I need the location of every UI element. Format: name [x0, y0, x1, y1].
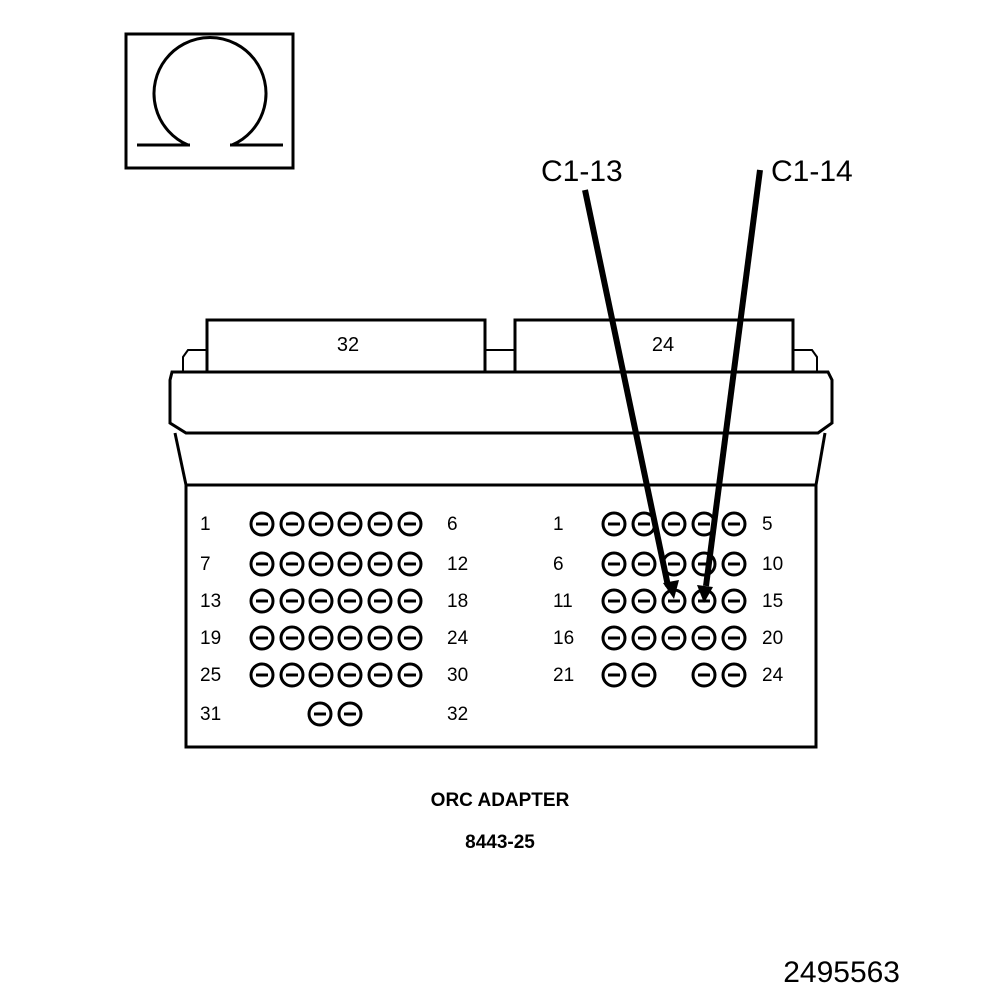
pin-left-6 [397, 511, 423, 537]
pin-left-26 [279, 662, 305, 688]
pin-left-19 [249, 625, 275, 651]
callout-arrowhead-c1-13 [663, 580, 679, 599]
pin-right-8 [661, 551, 687, 577]
pin-right-6 [601, 551, 627, 577]
callout-label-c1-13: C1-13 [541, 155, 623, 188]
pin-left-4 [337, 511, 363, 537]
adapter-header: 32 24 [182, 318, 818, 374]
pin-left-10 [337, 551, 363, 577]
pin-left-22 [337, 625, 363, 651]
pin-left-15 [308, 588, 334, 614]
pin-left-31 [307, 701, 333, 727]
row-start-label: 6 [553, 554, 564, 575]
pin-right-22 [631, 662, 657, 688]
row-start-label: 21 [553, 665, 574, 686]
pin-right-10 [721, 551, 747, 577]
row-end-label: 15 [762, 591, 783, 612]
pin-left-24 [397, 625, 423, 651]
pin-right-17 [631, 625, 657, 651]
pin-left-23 [367, 625, 393, 651]
pin-right-18 [661, 625, 687, 651]
pin-left-3 [308, 511, 334, 537]
row-end-label: 24 [447, 628, 469, 649]
pin-right-15 [721, 588, 747, 614]
callout-label-c1-14: C1-14 [771, 155, 853, 188]
pin-left-2 [279, 511, 305, 537]
row-end-label: 6 [447, 514, 458, 535]
callout-arrowhead-c1-14 [697, 585, 713, 603]
callout-arrows [582, 169, 763, 603]
pin-left-5 [367, 511, 393, 537]
pin-right-3 [661, 511, 687, 537]
pin-right-20 [721, 625, 747, 651]
pin-right-5 [721, 511, 747, 537]
row-end-label: 20 [762, 628, 783, 649]
row-start-label: 25 [200, 665, 221, 686]
pin-right-1 [601, 511, 627, 537]
pin-right-16 [601, 625, 627, 651]
pin-right-13 [661, 588, 687, 614]
pin-right-7 [631, 551, 657, 577]
row-start-label: 1 [200, 514, 211, 535]
row-start-label: 19 [200, 628, 221, 649]
pin-left-20 [279, 625, 305, 651]
figure-id: 2495563 [783, 956, 900, 989]
pin-left-8 [279, 551, 305, 577]
ohm-symbol-icon [124, 32, 295, 170]
row-end-label: 5 [762, 514, 773, 535]
row-end-label: 12 [447, 554, 468, 575]
pin-right-24 [721, 662, 747, 688]
row-end-label: 10 [762, 554, 783, 575]
pin-left-29 [367, 662, 393, 688]
pin-left-11 [367, 551, 393, 577]
pin-left-21 [308, 625, 334, 651]
pin-left-14 [279, 588, 305, 614]
pin-left-18 [397, 588, 423, 614]
row-end-label: 24 [762, 665, 784, 686]
pin-right-23 [691, 662, 717, 688]
header-label-left: 32 [337, 334, 359, 356]
pin-right-11 [601, 588, 627, 614]
row-start-label: 1 [553, 514, 564, 535]
callout-arrow-c1-14 [703, 169, 763, 587]
pin-left-16 [337, 588, 363, 614]
row-end-label: 30 [447, 665, 468, 686]
row-start-label: 16 [553, 628, 574, 649]
pin-left-30 [397, 662, 423, 688]
pin-left-7 [249, 551, 275, 577]
row-start-label: 31 [200, 704, 221, 725]
header-label-right: 24 [652, 334, 674, 356]
pin-left-17 [367, 588, 393, 614]
pin-right-19 [691, 625, 717, 651]
pin-left-1 [249, 511, 275, 537]
caption-part-number: 8443-25 [465, 832, 535, 853]
pin-left-32 [337, 701, 363, 727]
callout-arrow-c1-13 [582, 189, 671, 587]
pin-left-13 [249, 588, 275, 614]
pin-right-12 [631, 588, 657, 614]
row-start-label: 13 [200, 591, 221, 612]
pin-left-25 [249, 662, 275, 688]
pin-left-28 [337, 662, 363, 688]
pin-left-27 [308, 662, 334, 688]
row-end-label: 32 [447, 704, 468, 725]
row-end-label: 18 [447, 591, 468, 612]
pin-left-9 [308, 551, 334, 577]
pin-right-21 [601, 662, 627, 688]
row-start-label: 11 [553, 591, 573, 612]
caption-title: ORC ADAPTER [431, 790, 570, 811]
pin-right-4 [691, 511, 717, 537]
row-start-label: 7 [200, 554, 211, 575]
pin-left-12 [397, 551, 423, 577]
